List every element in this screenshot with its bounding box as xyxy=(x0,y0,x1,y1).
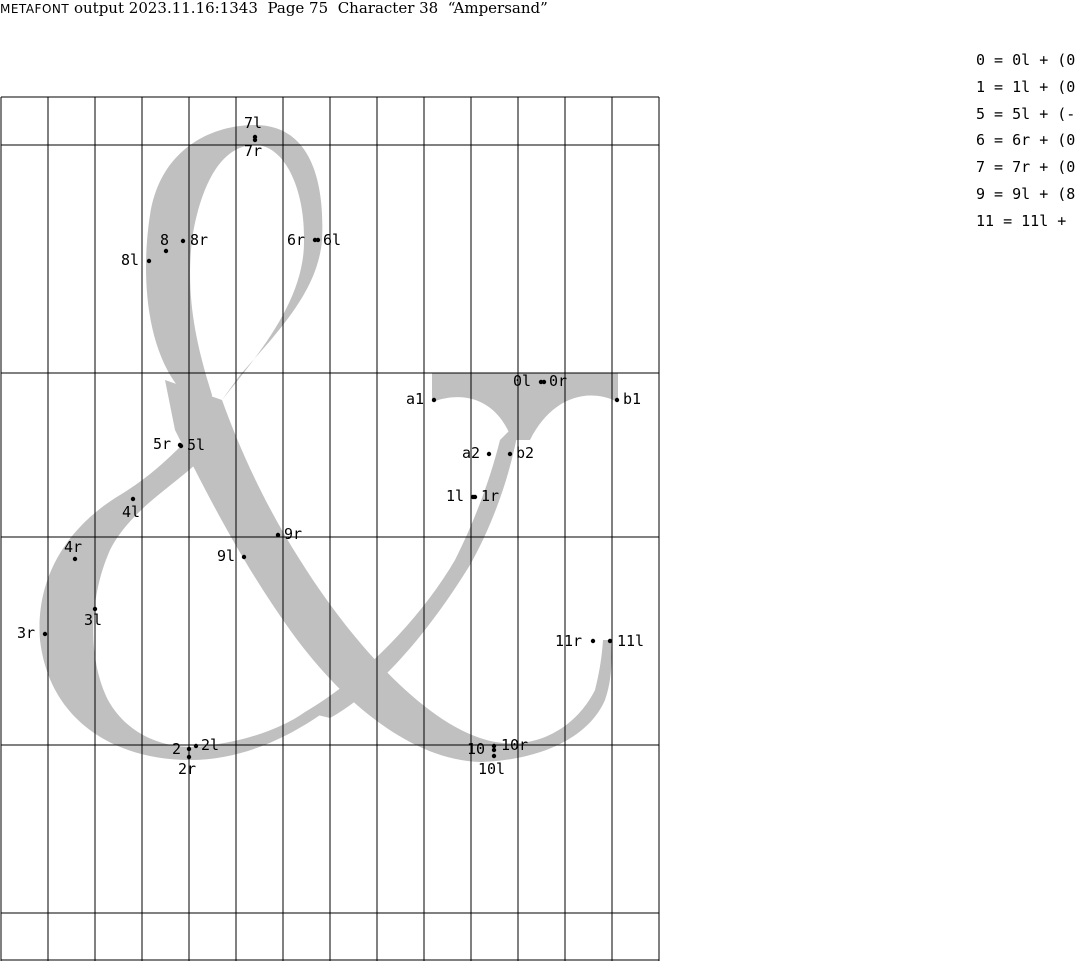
point-label-8: 8 xyxy=(160,231,169,249)
point-label-3l: 3l xyxy=(84,611,102,629)
glyph-diagonal xyxy=(165,380,612,762)
point-marker-11r xyxy=(590,638,596,644)
point-marker-1r xyxy=(472,494,478,500)
point-marker-a1 xyxy=(431,397,437,403)
glyph-tail xyxy=(305,420,520,718)
point-marker-10 xyxy=(491,743,497,749)
point-marker-4r xyxy=(72,556,78,562)
point-label-9r: 9r xyxy=(284,525,302,543)
glyph-upper-loop xyxy=(146,125,323,414)
point-marker-5l xyxy=(178,443,184,449)
point-marker-7r xyxy=(252,137,258,143)
glyph-crossbar xyxy=(432,373,618,440)
point-marker-3l xyxy=(92,606,98,612)
point-label-9l: 9l xyxy=(217,547,235,565)
point-label-2: 2 xyxy=(172,740,181,758)
point-label-a2: a2 xyxy=(462,444,480,462)
point-marker-0r xyxy=(541,379,547,385)
timestamp: 2023.11.16:1343 xyxy=(128,0,258,17)
point-label-0l: 0l xyxy=(513,372,531,390)
point-label-3r: 3r xyxy=(17,624,35,642)
proof-grid xyxy=(0,96,660,961)
point-label-4r: 4r xyxy=(64,538,82,556)
proof-header: METAFONT output 2023.11.16:1343 Page 75 … xyxy=(0,0,548,17)
character-code: Character 38 xyxy=(337,0,439,17)
point-label-b2: b2 xyxy=(516,444,534,462)
point-label-a1: a1 xyxy=(406,390,424,408)
point-marker-11l xyxy=(607,638,613,644)
output-label: output xyxy=(73,0,124,17)
point-marker-9l xyxy=(241,554,247,560)
point-marker-2 xyxy=(186,746,192,752)
point-label-6l: 6l xyxy=(323,231,341,249)
point-label-1l: 1l xyxy=(446,487,464,505)
control-points: 7l 7r 8 8r 8l 6r 6l 0l 0r a1 b1 5r 5l a2 b2 4l 1l 1r 9r 4r 9… xyxy=(17,114,644,778)
point-marker-10r xyxy=(491,747,497,753)
ampersand-glyph xyxy=(39,125,618,762)
equation-line: 5 = 5l + (- xyxy=(976,104,1076,123)
point-marker-b1 xyxy=(614,397,620,403)
point-label-1r: 1r xyxy=(481,487,499,505)
point-label-6r: 6r xyxy=(287,231,305,249)
point-label-b1: b1 xyxy=(623,390,641,408)
point-marker-6l xyxy=(315,237,321,243)
point-label-2l: 2l xyxy=(201,736,219,754)
point-label-7l: 7l xyxy=(244,114,262,132)
equation-line: 9 = 9l + (8 xyxy=(976,184,1076,203)
equation-line: 0 = 0l + (0 xyxy=(976,51,1076,69)
point-label-0r: 0r xyxy=(549,372,567,390)
point-marker-3r xyxy=(42,631,48,637)
point-marker-4l xyxy=(130,496,136,502)
point-marker-a2 xyxy=(486,451,492,457)
page-number: Page 75 xyxy=(267,0,329,17)
point-marker-b2 xyxy=(507,451,513,457)
point-label-2r: 2r xyxy=(178,760,196,778)
character-title: “Ampersand” xyxy=(447,0,548,17)
glyph-bowl xyxy=(39,445,330,760)
point-marker-8 xyxy=(163,248,169,254)
equation-line: 1 = 1l + (0 xyxy=(976,77,1076,96)
point-label-10r: 10r xyxy=(501,736,528,754)
point-marker-10l xyxy=(491,753,497,759)
point-marker-2r xyxy=(186,754,192,760)
point-label-11r: 11r xyxy=(555,632,582,650)
point-label-7r: 7r xyxy=(244,142,262,160)
point-label-8r: 8r xyxy=(190,231,208,249)
equation-line: 6 = 6r + (0 xyxy=(976,131,1076,150)
point-marker-2l xyxy=(193,743,199,749)
point-label-10l: 10l xyxy=(478,760,505,778)
point-marker-8r xyxy=(180,238,186,244)
point-label-10: 10 xyxy=(467,740,485,758)
equation-line: 7 = 7r + (0 xyxy=(976,158,1076,177)
point-label-8l: 8l xyxy=(121,251,139,269)
point-marker-8l xyxy=(146,258,152,264)
point-label-11l: 11l xyxy=(617,632,644,650)
point-label-4l: 4l xyxy=(122,503,140,521)
equation-line: 11 = 11l + xyxy=(976,211,1067,230)
equation-list: 0 = 0l + (0 1 = 1l + (0 5 = 5l + (- 6 = … xyxy=(976,50,1075,238)
point-label-5r: 5r xyxy=(153,435,171,453)
point-label-5l: 5l xyxy=(187,436,205,454)
point-marker-9r xyxy=(275,532,281,538)
program-name: METAFONT xyxy=(0,2,70,16)
